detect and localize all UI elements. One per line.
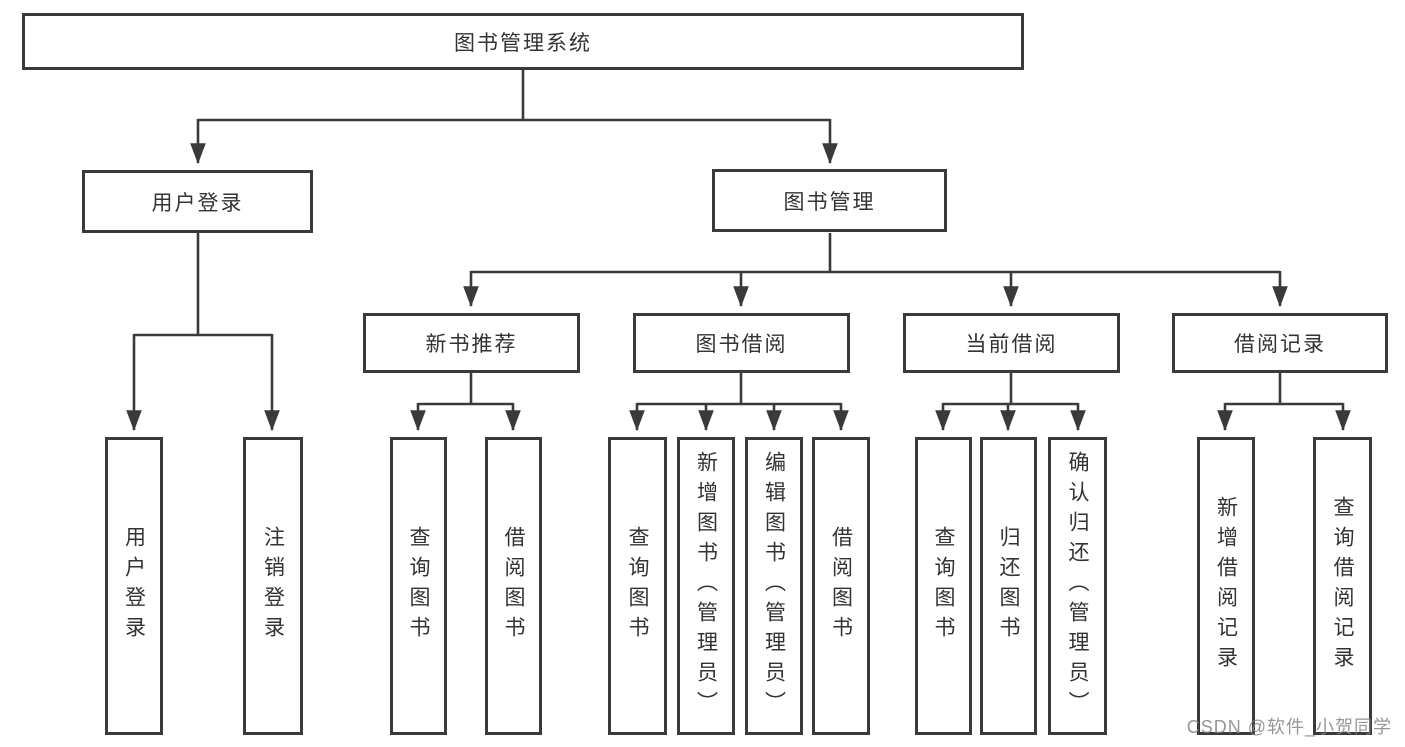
- node-book-borrowing: 图书借阅: [633, 313, 850, 373]
- leaf-recommend-borrow-book-label: 借阅图书: [502, 526, 525, 646]
- connector-book-management-bus: [471, 233, 1280, 274]
- node-library-system-label: 图书管理系统: [454, 31, 592, 55]
- leaf-borrowing-query-book: 查询图书: [608, 437, 667, 735]
- leaf-user-login: 用户登录: [105, 437, 163, 735]
- node-library-system: 图书管理系统: [22, 13, 1024, 70]
- node-book-management: 图书管理: [712, 169, 947, 232]
- leaf-logout-label: 注销登录: [261, 526, 285, 646]
- leaf-borrowing-edit-book-admin: 编辑图书（管理员）: [745, 437, 803, 735]
- leaf-current-query-book-label: 查询图书: [932, 526, 955, 646]
- leaf-recommend-borrow-book: 借阅图书: [485, 437, 542, 735]
- leaf-borrowing-edit-book-admin-label: 编辑图书（管理员）: [762, 451, 786, 721]
- connector-new-book-bus: [418, 373, 513, 406]
- leaf-current-return-book: 归还图书: [980, 437, 1037, 735]
- node-new-book-recommend: 新书推荐: [363, 313, 580, 373]
- leaf-records-query-record: 查询借阅记录: [1313, 437, 1372, 735]
- node-borrowing-records-label: 借阅记录: [1234, 333, 1326, 356]
- leaf-current-return-book-label: 归还图书: [997, 526, 1020, 646]
- watermark: CSDN @软件_小贺同学: [1186, 717, 1392, 737]
- leaf-current-confirm-return-admin: 确认归还（管理员）: [1048, 437, 1107, 735]
- connector-root-bus: [198, 70, 830, 122]
- leaf-current-confirm-return-admin-label: 确认归还（管理员）: [1066, 451, 1089, 721]
- leaf-borrowing-query-book-label: 查询图书: [626, 526, 649, 646]
- connector-borrow-record-bus: [1225, 373, 1343, 406]
- connector-book-borrow-bus: [637, 373, 841, 406]
- leaf-recommend-query-book: 查询图书: [390, 437, 447, 735]
- node-current-borrowing-label: 当前借阅: [965, 333, 1058, 356]
- leaf-user-login-label: 用户登录: [122, 526, 146, 646]
- leaf-borrowing-borrow-book-label: 借阅图书: [829, 526, 853, 646]
- leaf-records-add-record-label: 新增借阅记录: [1214, 496, 1238, 676]
- leaf-recommend-query-book-label: 查询图书: [407, 526, 430, 646]
- connector-user-login-bus: [134, 233, 272, 337]
- node-user-login-label: 用户登录: [151, 191, 244, 215]
- node-book-borrowing-label: 图书借阅: [695, 333, 788, 356]
- leaf-logout: 注销登录: [243, 437, 303, 735]
- connector-current-borrow-bus: [943, 373, 1078, 406]
- leaf-borrowing-borrow-book: 借阅图书: [812, 437, 870, 735]
- leaf-records-add-record: 新增借阅记录: [1197, 437, 1255, 735]
- node-user-login: 用户登录: [82, 170, 313, 233]
- leaf-current-query-book: 查询图书: [915, 437, 972, 735]
- node-book-management-label: 图书管理: [783, 190, 876, 214]
- leaf-borrowing-add-book-admin-label: 新增图书（管理员）: [694, 451, 718, 721]
- leaf-borrowing-add-book-admin: 新增图书（管理员）: [677, 437, 735, 735]
- node-borrowing-records: 借阅记录: [1172, 313, 1388, 373]
- leaf-records-query-record-label: 查询借阅记录: [1331, 496, 1354, 676]
- node-current-borrowing: 当前借阅: [903, 313, 1120, 373]
- node-new-book-recommend-label: 新书推荐: [425, 333, 518, 356]
